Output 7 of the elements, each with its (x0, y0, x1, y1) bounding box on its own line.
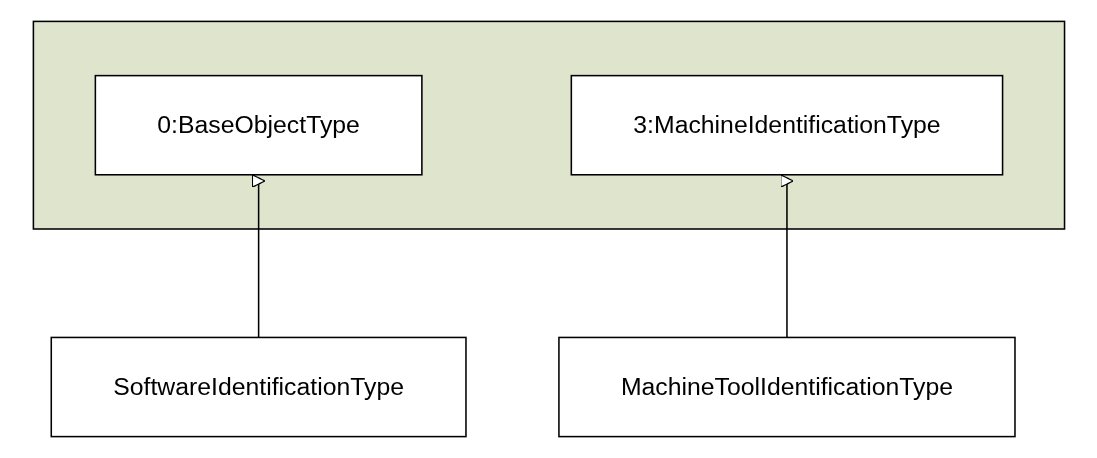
node-box: MachineToolIdentificationType (557, 336, 1016, 438)
node-box: 0:BaseObjectType (94, 74, 423, 176)
cluster (32, 20, 1065, 230)
node-box: SoftwareIdentificationType (50, 336, 467, 438)
arrow (251, 174, 265, 339)
node-box: 3:MachineIdentificationType (570, 74, 1003, 176)
arrow (779, 174, 794, 339)
